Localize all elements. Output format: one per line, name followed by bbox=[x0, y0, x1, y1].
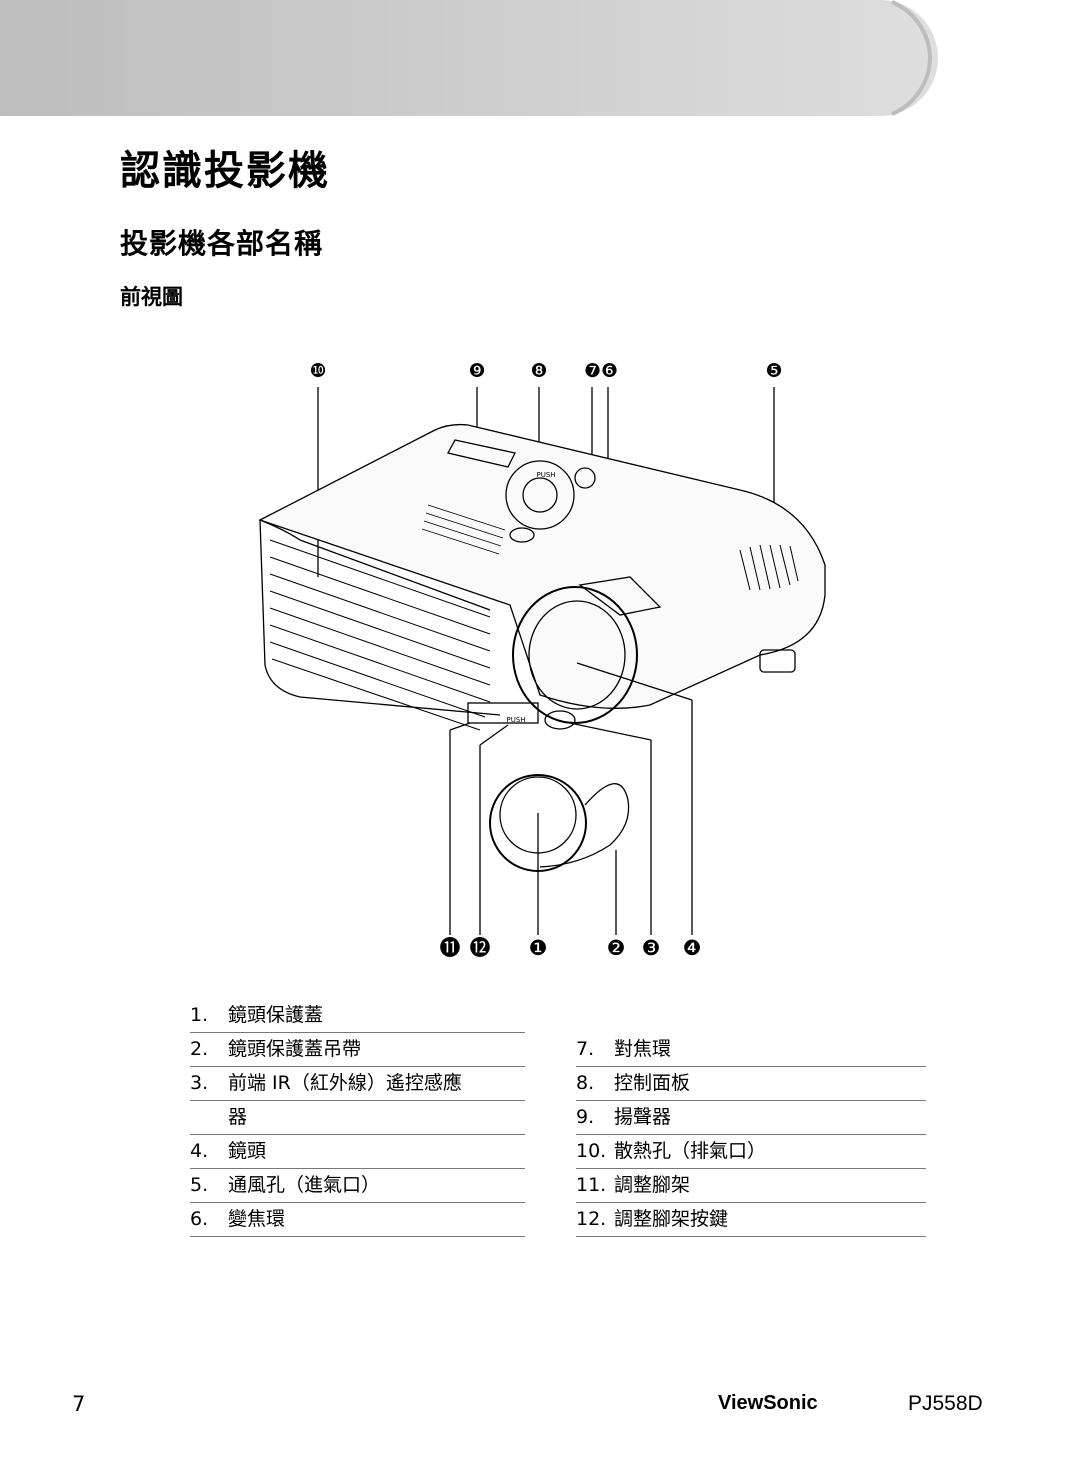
section-title: 投影機各部名稱 bbox=[120, 227, 324, 260]
callout-2: ❷ bbox=[607, 936, 626, 960]
projector-front-view-diagram: ❿ ❾ ❽ ❼❻ ❺ bbox=[258, 360, 826, 960]
model-number: PJ558D bbox=[908, 1392, 983, 1415]
callout-9: ❾ bbox=[468, 360, 485, 382]
page-title: 認識投影機 bbox=[120, 148, 330, 194]
legend-item-3: 3.前端 IR（紅外線）遙控感應 bbox=[190, 1068, 525, 1101]
header-band bbox=[0, 0, 938, 116]
callout-1: ❶ bbox=[529, 936, 548, 960]
legend-item-10: 10.散熱孔（排氣口） bbox=[576, 1136, 926, 1169]
callout-11: ⓫ bbox=[440, 936, 461, 960]
callout-10: ❿ bbox=[309, 360, 326, 382]
legend-item-9: 9.揚聲器 bbox=[576, 1102, 926, 1135]
legend-item-1: 1.鏡頭保護蓋 bbox=[190, 1000, 525, 1033]
callout-4: ❹ bbox=[683, 936, 702, 960]
callout-5: ❺ bbox=[765, 360, 782, 382]
legend-item-7: 7.對焦環 bbox=[576, 1034, 926, 1067]
push-label-top: PUSH bbox=[536, 471, 555, 479]
callout-12: ⓬ bbox=[470, 936, 491, 960]
push-label-front: PUSH bbox=[506, 716, 525, 724]
legend-item-4: 4.鏡頭 bbox=[190, 1136, 525, 1169]
legend-item-11: 11.調整腳架 bbox=[576, 1170, 926, 1203]
legend-item-12: 12.調整腳架按鍵 bbox=[576, 1204, 926, 1237]
subsection-title: 前視圖 bbox=[120, 285, 183, 309]
legend-item-8: 8.控制面板 bbox=[576, 1068, 926, 1101]
legend-item-5: 5.通風孔（進氣口） bbox=[190, 1170, 525, 1203]
legend-item-3-continued: 0.器 bbox=[190, 1102, 525, 1135]
legend-item-6: 6.變焦環 bbox=[190, 1204, 525, 1237]
legend-item-2: 2.鏡頭保護蓋吊帶 bbox=[190, 1034, 525, 1067]
brand-name: ViewSonic bbox=[718, 1392, 818, 1414]
page-number: 7 bbox=[72, 1392, 86, 1416]
callout-3: ❸ bbox=[642, 936, 661, 960]
callout-7-6: ❼❻ bbox=[584, 360, 618, 382]
callout-8: ❽ bbox=[530, 360, 547, 382]
